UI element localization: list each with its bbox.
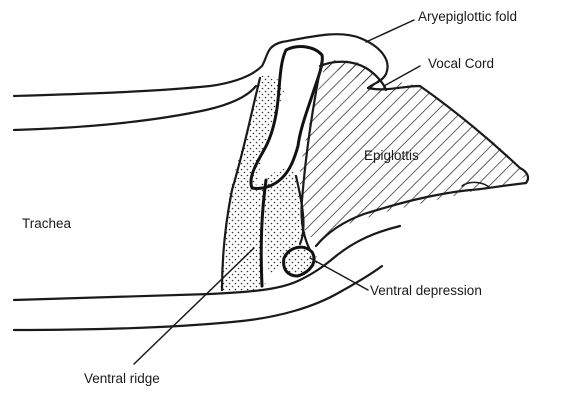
inner-contour — [14, 86, 256, 130]
label-aryepiglottic-fold: Aryepiglottic fold — [418, 9, 517, 24]
label-ventral-ridge: Ventral ridge — [84, 371, 160, 386]
lower-outline — [14, 226, 400, 300]
leader-aryepiglottic-fold — [366, 20, 414, 42]
leader-ventral-ridge — [134, 248, 254, 364]
label-ventral-depression: Ventral depression — [370, 283, 482, 298]
label-epiglottis: Epiglottis — [364, 148, 419, 163]
label-trachea: Trachea — [22, 216, 72, 231]
leader-ventral-depression — [310, 258, 368, 290]
label-vocal-cord: Vocal Cord — [428, 56, 494, 71]
